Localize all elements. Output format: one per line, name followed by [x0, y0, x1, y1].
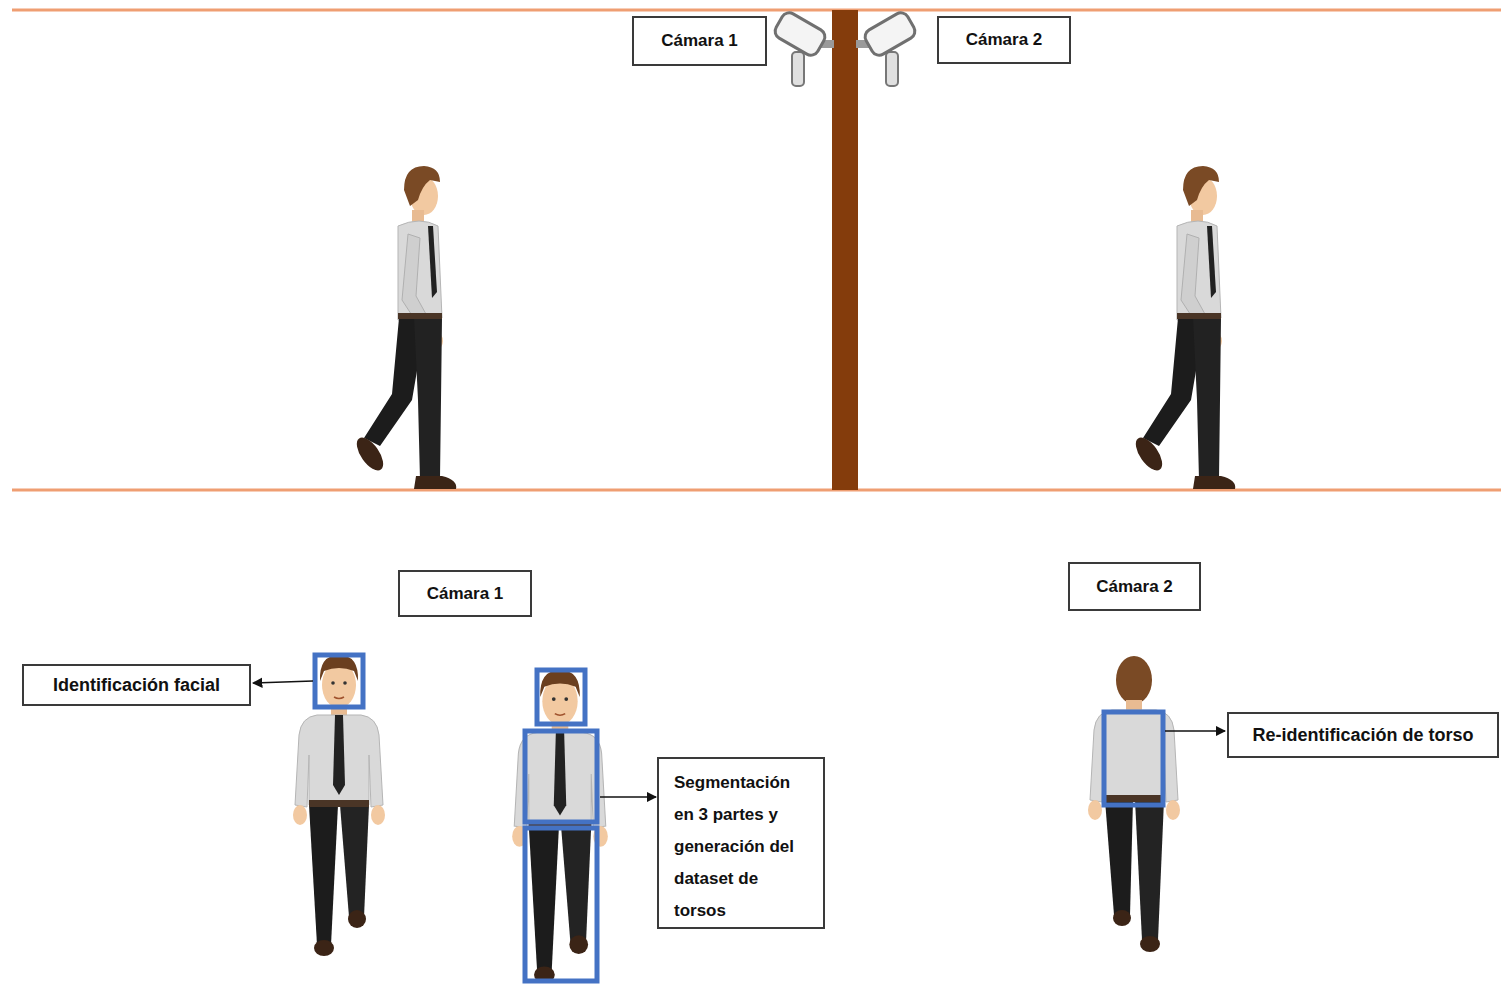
camera-stand	[792, 52, 804, 86]
camera-body	[772, 10, 828, 58]
torso-box	[525, 731, 597, 822]
camera-left	[772, 10, 834, 86]
face-box	[537, 670, 585, 724]
label-box: Re-identificación de torso	[1227, 712, 1499, 758]
box-text: Cámara 1	[427, 584, 504, 604]
walker-camera-2	[1131, 166, 1235, 489]
legs-box	[525, 828, 597, 981]
shoe	[1113, 910, 1131, 926]
camera-body	[862, 10, 918, 58]
leader-arrow	[1165, 730, 1225, 732]
detection-boxes	[315, 655, 1163, 981]
leader-arrow	[600, 796, 656, 798]
box-text: Cámara 2	[1096, 577, 1173, 597]
back-person	[1088, 656, 1180, 952]
leader-arrow	[253, 681, 313, 683]
box-text: Cámara 1	[661, 31, 738, 51]
hair	[1116, 656, 1152, 704]
label-box: Cámara 2	[937, 16, 1071, 64]
pole	[832, 10, 858, 490]
person-segmented	[512, 670, 608, 983]
belt	[1104, 795, 1164, 802]
box-text: Identificación facial	[53, 675, 220, 696]
box-text: Cámara 2	[966, 30, 1043, 50]
label-box: Identificación facial	[22, 664, 251, 706]
upper-line	[12, 9, 1501, 12]
face-box	[315, 655, 363, 707]
box-text: Re-identificación de torso	[1252, 725, 1473, 746]
person-face	[293, 655, 385, 956]
label-box: Cámara 1	[398, 570, 532, 617]
walker-camera-1	[352, 166, 456, 489]
hand	[1088, 800, 1102, 820]
shoe	[1140, 936, 1160, 952]
note-box: Segmentación en 3 partes y generación de…	[657, 757, 825, 929]
camera-stand	[886, 52, 898, 86]
label-box: Cámara 1	[632, 16, 767, 66]
hand	[1166, 800, 1180, 820]
box-text: Segmentación en 3 partes y generación de…	[674, 767, 809, 927]
leg	[1135, 800, 1164, 940]
label-box: Cámara 2	[1068, 562, 1201, 611]
floor-line	[12, 489, 1501, 492]
leg	[1105, 800, 1133, 915]
torso-box	[1104, 712, 1163, 805]
camera-right	[856, 10, 918, 86]
